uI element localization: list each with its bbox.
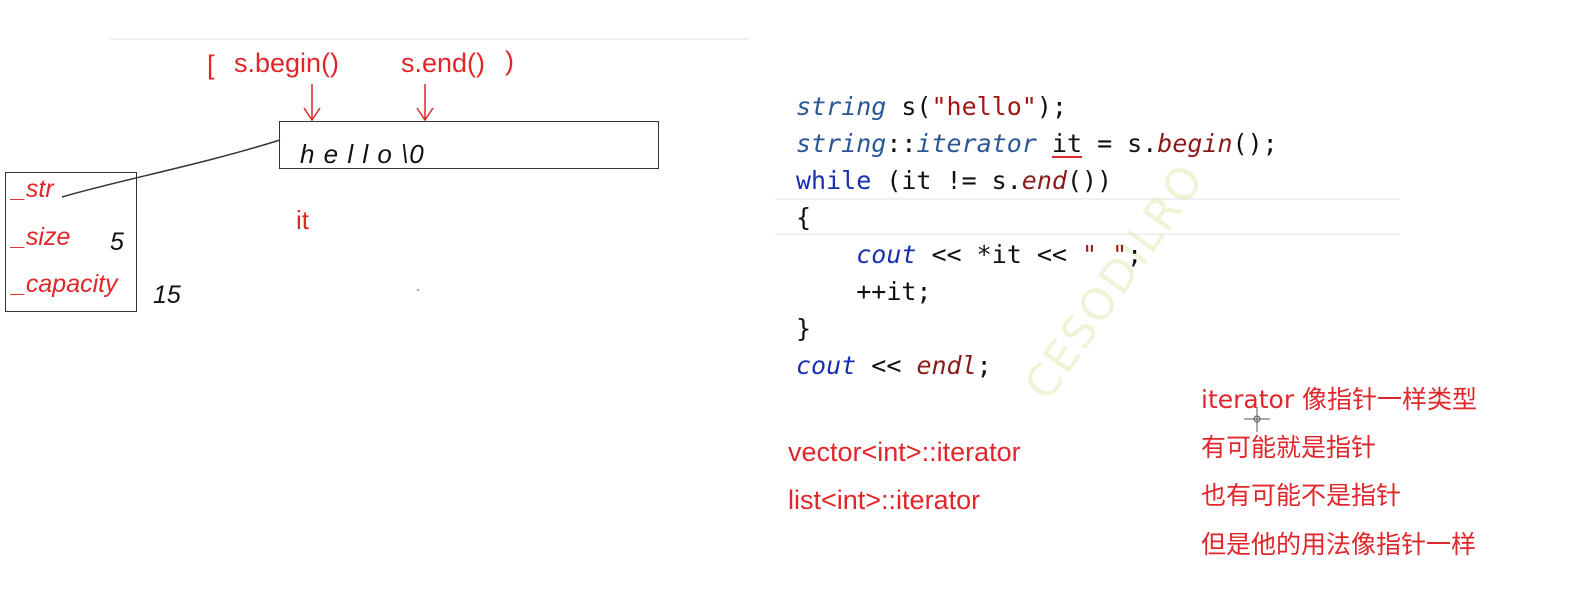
it-label: it <box>296 205 309 235</box>
faint-divider-code-top <box>775 198 1400 200</box>
faint-divider-code-bottom <box>775 233 1400 235</box>
note-iterator-like-pointer: iterator 像指针一样类型 <box>1201 385 1478 414</box>
begin-arrow-icon <box>303 84 321 122</box>
capacity-value: 15 <box>153 281 181 309</box>
bracket-open: [ <box>207 50 215 80</box>
note-may-not-be-pointer: 也有可能不是指针 <box>1201 481 1402 510</box>
code-line-8: cout << endl; <box>796 351 992 380</box>
code-line-6: ++it; <box>856 277 932 306</box>
note-usage-like-pointer: 但是他的用法像指针一样 <box>1201 530 1477 559</box>
code-line-2: string::iterator it = s.begin(); <box>796 129 1278 158</box>
code-block: string s("hello"); string::iterator it =… <box>796 88 1278 384</box>
code-line-7: } <box>796 314 812 343</box>
field-size: _size <box>12 223 71 251</box>
code-line-3: while (it != s.end()) <box>796 166 1113 195</box>
list-iterator-note: list<int>::iterator <box>788 485 981 515</box>
field-capacity: _capacity <box>12 270 118 298</box>
end-arrow-icon <box>416 84 434 122</box>
stray-dot <box>417 289 419 291</box>
size-value: 5 <box>110 228 124 256</box>
code-line-5: cout << *it << " "; <box>856 240 1143 269</box>
faint-divider-top-left <box>110 38 750 40</box>
field-str: _str <box>12 175 54 203</box>
note-may-be-pointer: 有可能就是指针 <box>1201 433 1377 462</box>
bracket-close: ) <box>505 46 514 76</box>
string-buffer-content: h e l l o \0 <box>300 139 425 169</box>
vector-iterator-note: vector<int>::iterator <box>788 437 1021 467</box>
code-line-1: string s("hello"); <box>796 92 1067 121</box>
end-label: s.end() <box>401 48 486 78</box>
code-line-4: { <box>796 203 812 232</box>
begin-label: s.begin() <box>234 48 340 78</box>
